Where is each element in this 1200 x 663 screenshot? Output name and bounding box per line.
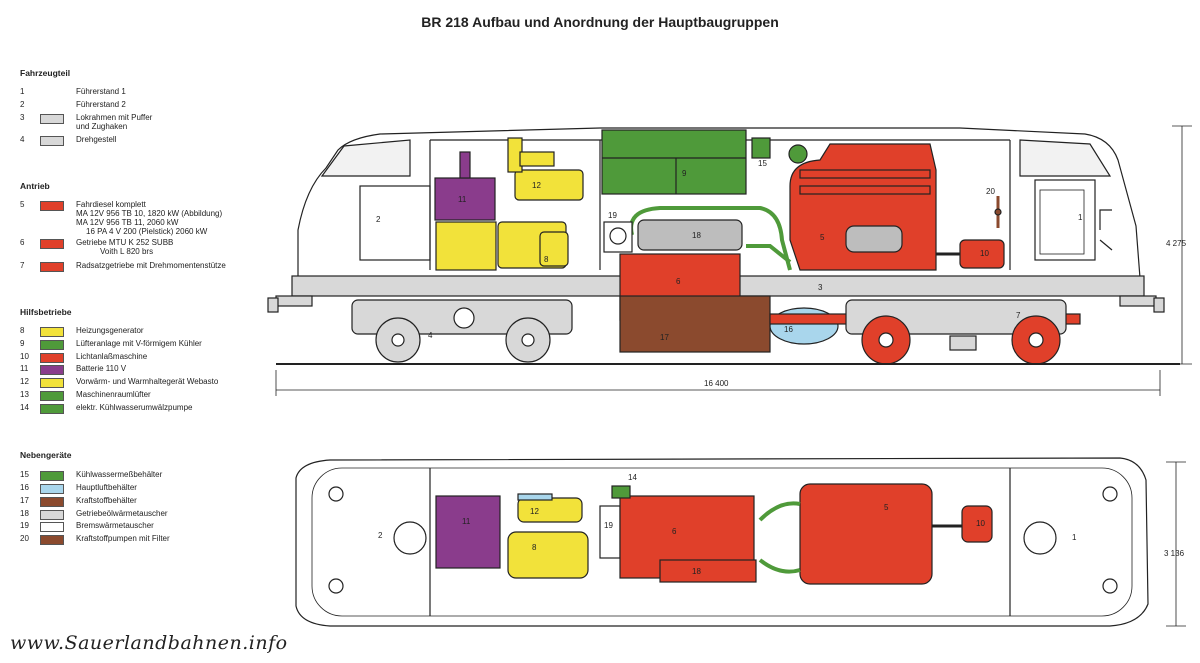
side-label-20: 20 (986, 187, 995, 196)
fuel-tank (619, 295, 771, 353)
plan-webasto (517, 497, 583, 523)
side-label-9: 9 (682, 169, 687, 178)
battery (434, 177, 496, 221)
watermark: www.Sauerlandbahnen.info (10, 632, 288, 654)
legend-section-hilfsbetriebe: Hilfsbetriebe (20, 307, 72, 317)
plan-diesel-engine (799, 483, 933, 585)
plan-label-19: 19 (604, 521, 613, 530)
cab2-window (320, 139, 411, 177)
main-air-reservoir (769, 307, 839, 345)
side-label-12: 12 (532, 181, 541, 190)
side-label-5: 5 (820, 233, 825, 242)
side-view (267, 127, 1180, 365)
plan-generator (507, 531, 589, 579)
plan-label-5: 5 (884, 503, 889, 512)
plan-dimensions (1166, 461, 1186, 627)
plan-light-starter (961, 505, 993, 543)
side-dimensions (275, 125, 1192, 396)
side-label-3: 3 (818, 283, 823, 292)
side-label-2: 2 (376, 215, 381, 224)
legend-section-antrieb: Antrieb (20, 181, 50, 191)
cooling-unit (601, 129, 747, 195)
dimension-width: 3 136 (1164, 549, 1185, 558)
plan-label-6: 6 (672, 527, 677, 536)
side-label-18: 18 (692, 231, 701, 240)
plan-label-14: 14 (628, 473, 637, 482)
side-label-11: 11 (458, 195, 467, 204)
side-label-10: 10 (980, 249, 989, 258)
side-label-6: 6 (676, 277, 681, 286)
side-label-19: 19 (608, 211, 617, 220)
plan-label-8: 8 (532, 543, 537, 552)
webasto-heater (514, 169, 584, 201)
plan-label-12: 12 (530, 507, 539, 516)
side-label-1: 1 (1078, 213, 1083, 222)
plan-battery (435, 495, 501, 569)
side-label-7: 7 (1016, 311, 1021, 320)
plan-label-18: 18 (692, 567, 701, 576)
side-label-16: 16 (784, 325, 793, 334)
plan-label-1: 1 (1072, 533, 1077, 542)
legend-section-nebengeraete: Nebengeräte (20, 450, 72, 460)
cab1-window (1019, 139, 1112, 177)
plan-label-11: 11 (462, 517, 471, 526)
plan-view (295, 457, 1149, 627)
side-label-4: 4 (428, 331, 433, 340)
legend-section-fahrzeugteil: Fahrzeugteil (20, 68, 71, 78)
dimension-height: 4 275 (1166, 239, 1187, 248)
side-label-15: 15 (758, 159, 767, 168)
dimension-length: 16 400 (704, 379, 729, 388)
oil-heat-exchanger (637, 219, 743, 251)
plan-label-10: 10 (976, 519, 985, 528)
side-label-17: 17 (660, 333, 669, 342)
heating-generator (435, 221, 497, 271)
side-label-8: 8 (544, 255, 549, 264)
diagram-title: BR 218 Aufbau und Anordnung der Hauptbau… (421, 14, 779, 30)
plan-label-2: 2 (378, 531, 383, 540)
